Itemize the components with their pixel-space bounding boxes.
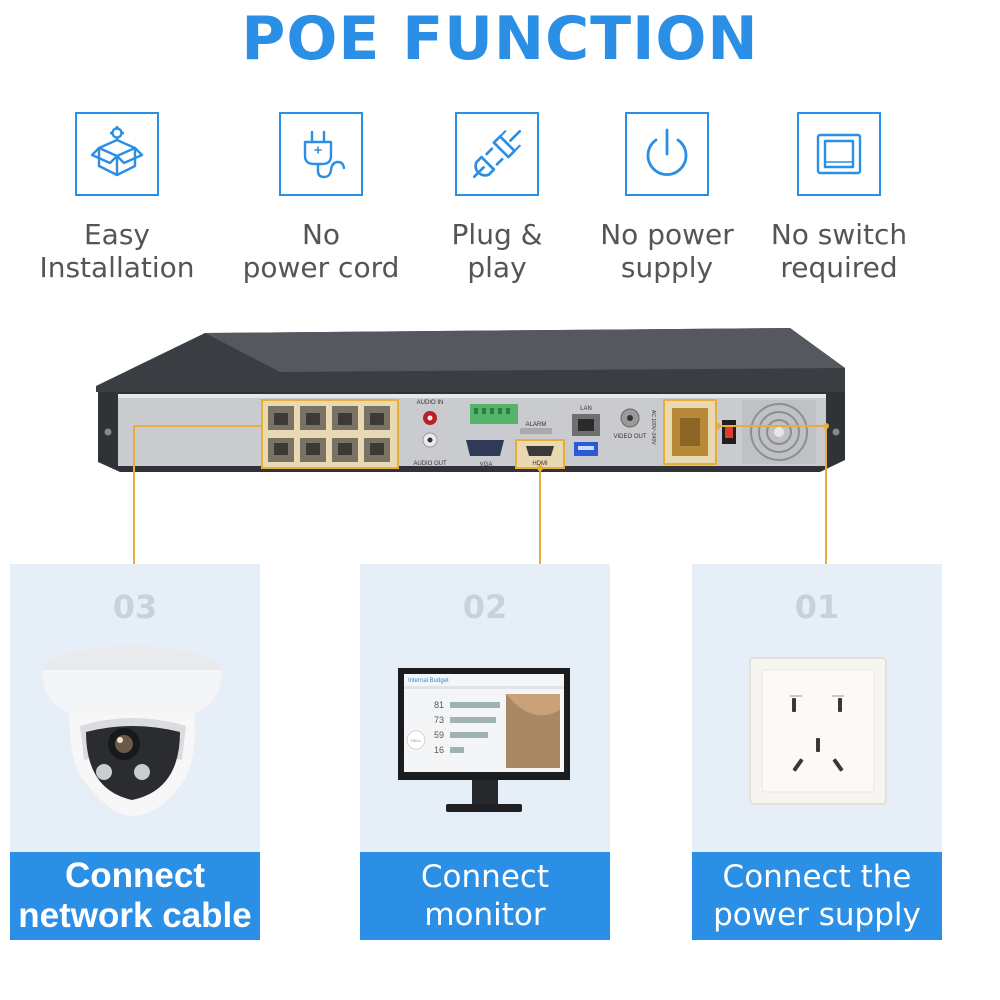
lan-label: LAN bbox=[580, 406, 592, 412]
nvr-device: AUDIO IN AUDIO OUT ALARM VGA HDMI LAN VI… bbox=[96, 328, 845, 472]
monitor-value: 16 bbox=[434, 745, 444, 755]
monitor-header: Internal Budget bbox=[408, 678, 449, 684]
alarm-label: ALARM bbox=[526, 422, 547, 428]
panel-monitor: 02 Internal Budget DELL 81 73 59 16 Conn… bbox=[360, 564, 610, 940]
lead-line-power bbox=[825, 426, 827, 564]
plug-socket-icon bbox=[455, 112, 539, 196]
monitor-value: 73 bbox=[434, 715, 444, 725]
monitor-logo: DELL bbox=[411, 738, 422, 743]
monitor-image: Internal Budget DELL 81 73 59 16 bbox=[398, 668, 570, 812]
step-number: 02 bbox=[462, 588, 508, 626]
monitor-value: 81 bbox=[434, 700, 444, 710]
lead-line-monitor bbox=[539, 468, 541, 564]
feature-plug-and-play: Plug &play bbox=[412, 112, 582, 284]
vga-label: VGA bbox=[480, 462, 493, 468]
feature-label: Plug &play bbox=[451, 218, 543, 284]
monitor-value: 59 bbox=[434, 730, 444, 740]
step-number: 01 bbox=[794, 588, 840, 626]
audio-out-label: AUDIO OUT bbox=[413, 461, 447, 467]
box-gear-icon bbox=[75, 112, 159, 196]
plug-cord-icon bbox=[279, 112, 363, 196]
hdmi-label: HDMI bbox=[532, 461, 548, 467]
wall-socket-image bbox=[749, 657, 887, 805]
step-number: 03 bbox=[112, 588, 158, 626]
audio-in-label: AUDIO IN bbox=[417, 400, 444, 406]
video-out-label: VIDEO OUT bbox=[613, 434, 646, 440]
lead-line-network bbox=[133, 426, 135, 564]
switch-icon bbox=[797, 112, 881, 196]
ac-voltage-label: AC 100V~240V bbox=[650, 410, 656, 445]
page-title: POE FUNCTION bbox=[241, 4, 759, 74]
power-icon bbox=[625, 112, 709, 196]
dome-camera-image bbox=[42, 646, 222, 816]
